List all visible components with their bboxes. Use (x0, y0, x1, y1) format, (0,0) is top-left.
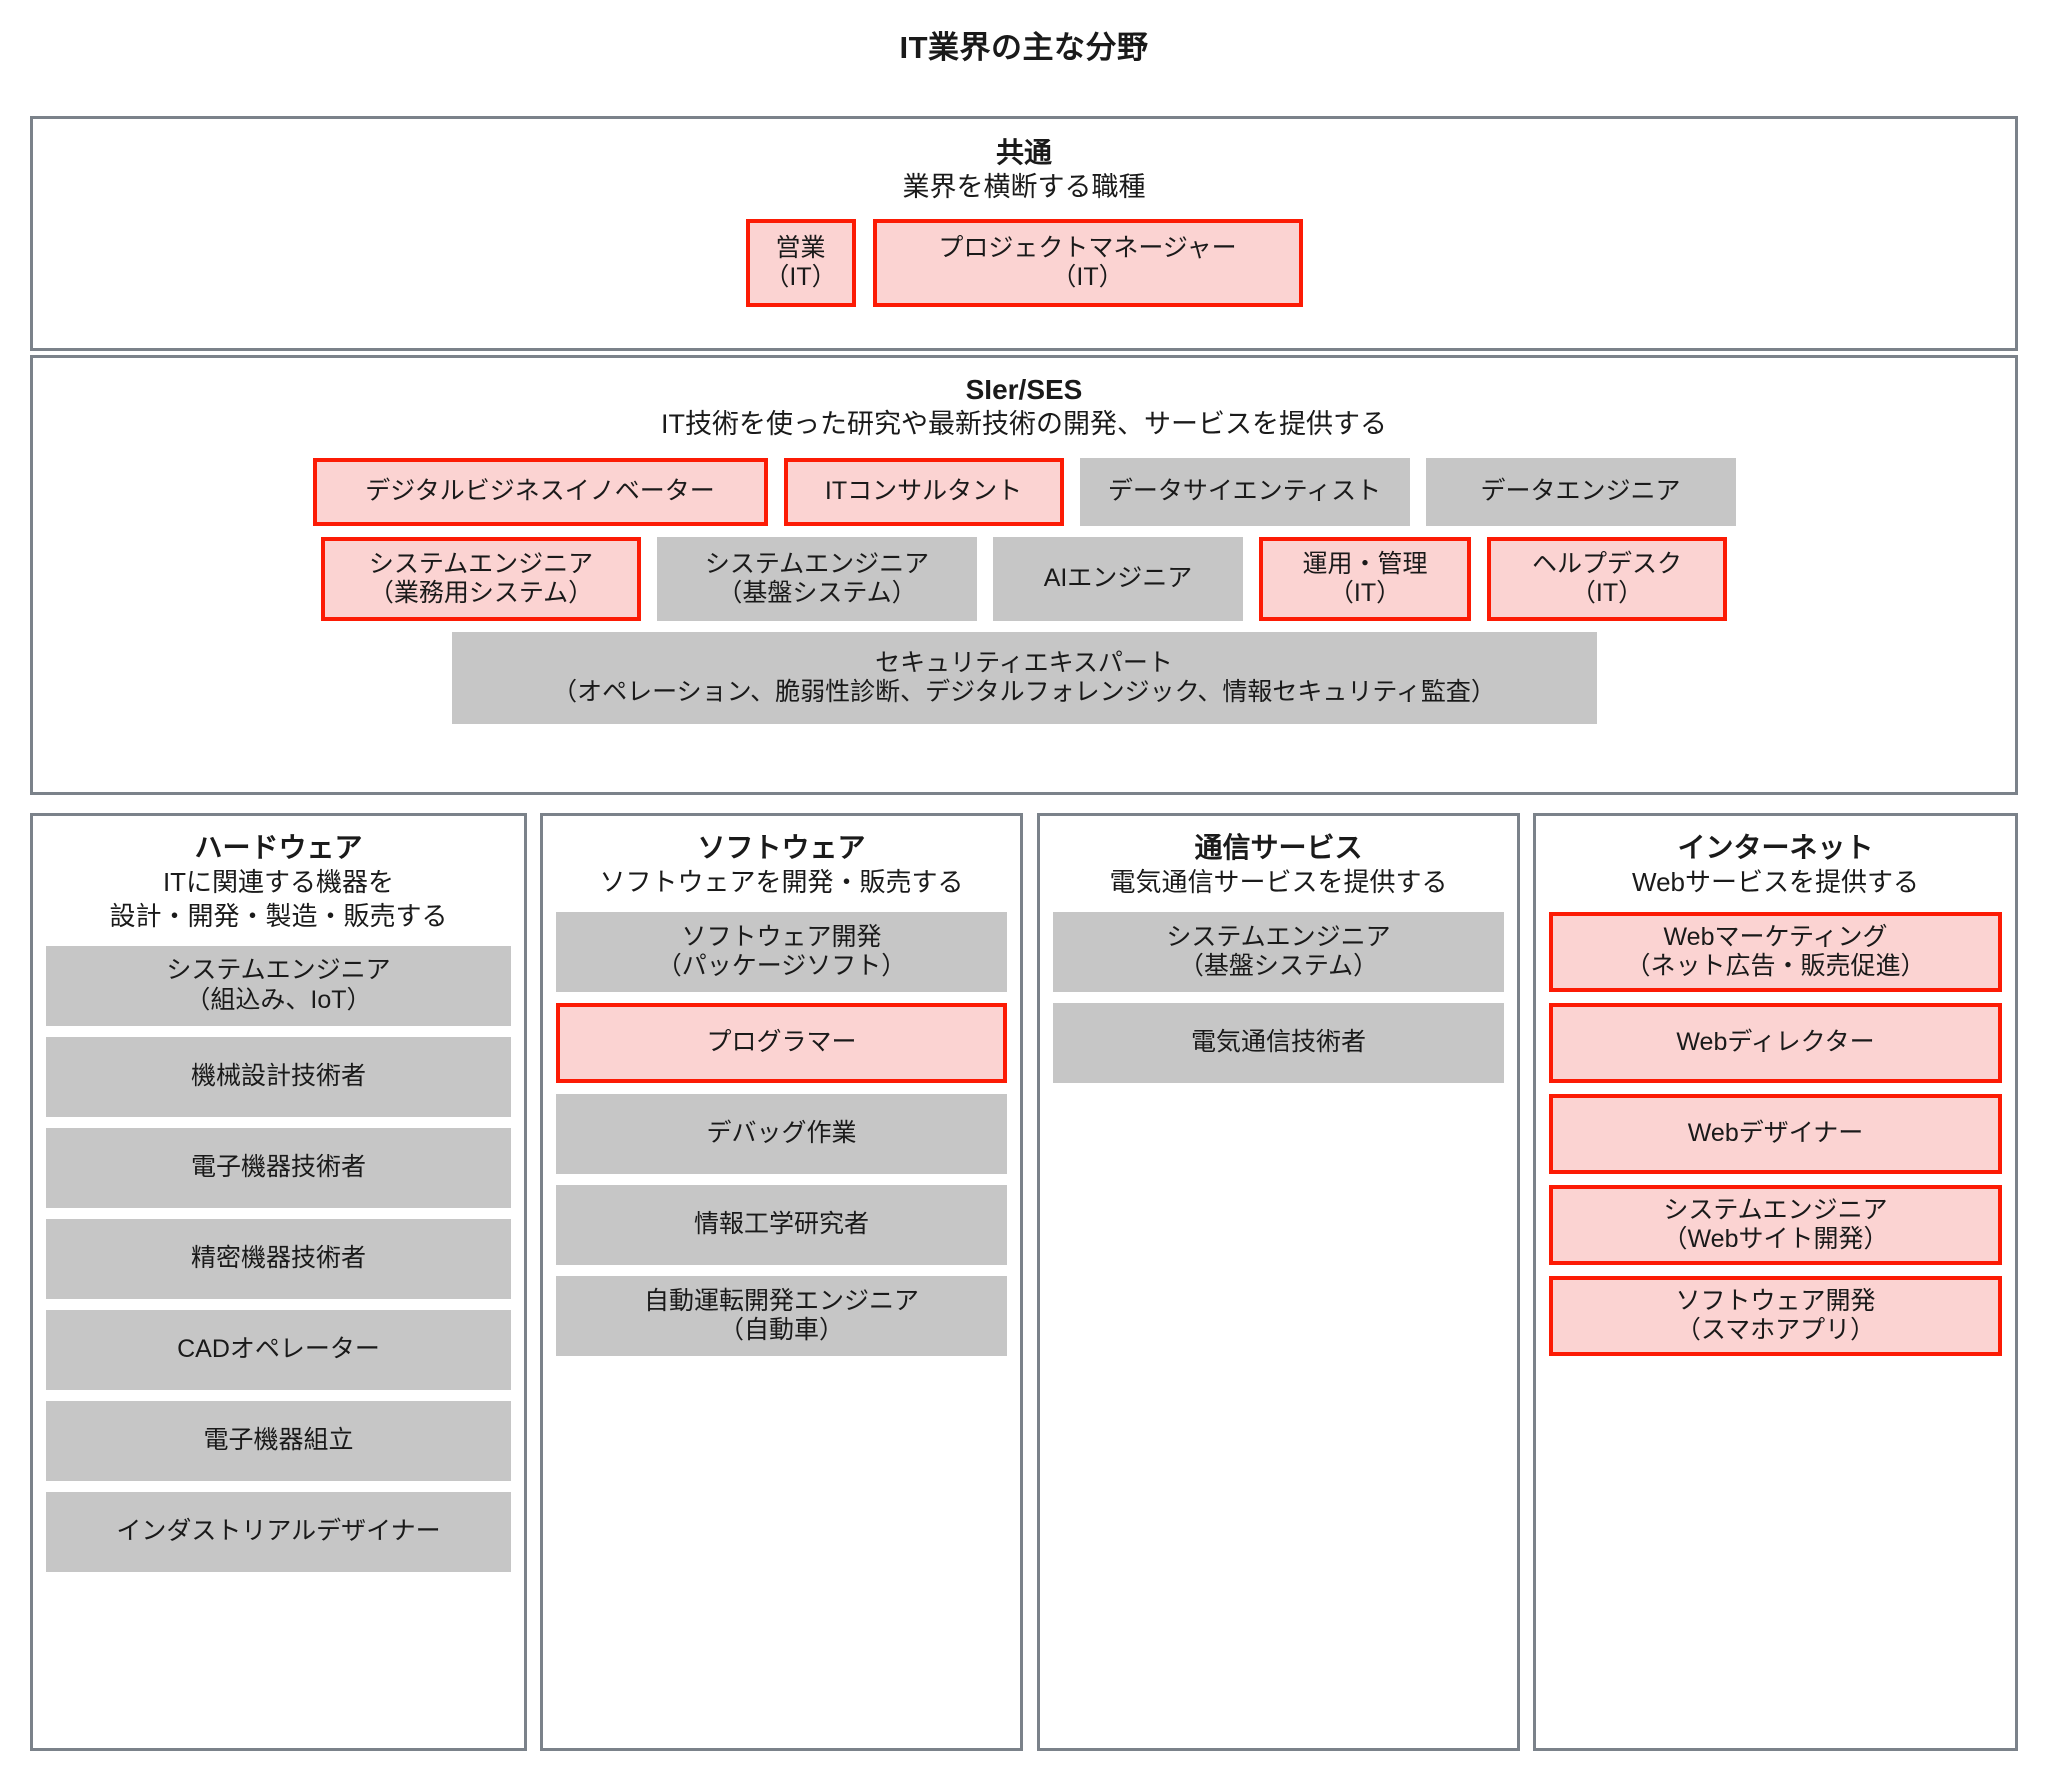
column-hardware-items: システムエンジニア （組込み、IoT） 機械設計技術者 電子機器技術者 精密機器… (46, 945, 511, 1572)
section-sier-subtitle: IT技術を使った研究や最新技術の開発、サービスを提供する (661, 409, 1387, 439)
column-software-header: ソフトウェア ソフトウェアを開発・販売する (556, 830, 1007, 900)
page-title: IT業界の主な分野 (899, 30, 1149, 65)
job-chip-system-engineer-website-development[interactable]: システムエンジニア （Webサイト開発） (1549, 1185, 2002, 1266)
job-chip-software-development-package[interactable]: ソフトウェア開発 （パッケージソフト） (556, 912, 1007, 993)
job-chip-system-engineer-infrastructure-system[interactable]: システムエンジニア （基盤システム） (657, 537, 977, 622)
column-software-subtitle: ソフトウェアを開発・販売する (599, 867, 964, 898)
column-telecom-subtitle: 電気通信サービスを提供する (1109, 867, 1448, 898)
job-chip-web-marketing[interactable]: Webマーケティング （ネット広告・販売促進） (1549, 912, 2002, 993)
column-hardware-header: ハードウェア ITに関連する機器を 設計・開発・製造・販売する (46, 830, 511, 934)
section-common-chip-row: 営業 （IT） プロジェクトマネージャー （IT） (33, 219, 2015, 308)
job-chip-web-designer[interactable]: Webデザイナー (1549, 1094, 2002, 1175)
column-hardware-title: ハードウェア (194, 832, 363, 863)
section-common-header: 共通 業界を横断する職種 (33, 119, 2015, 205)
job-chip-security-expert[interactable]: セキュリティエキスパート （オペレーション、脆弱性診断、デジタルフォレンジック、… (451, 632, 1597, 725)
job-chip-system-engineer-embedded-iot[interactable]: システムエンジニア （組込み、IoT） (46, 945, 511, 1026)
job-chip-debug-work[interactable]: デバッグ作業 (556, 1094, 1007, 1175)
sier-row-2: システムエンジニア （業務用システム） システムエンジニア （基盤システム） A… (33, 537, 2015, 622)
job-chip-precision-device-engineer[interactable]: 精密機器技術者 (46, 1218, 511, 1299)
section-sier-title: SIer/SES (965, 374, 1083, 405)
job-chip-cad-operator[interactable]: CADオペレーター (46, 1309, 511, 1390)
job-chip-electronic-device-engineer[interactable]: 電子機器技術者 (46, 1127, 511, 1208)
job-chip-web-director[interactable]: Webディレクター (1549, 1003, 2002, 1084)
job-chip-data-engineer[interactable]: データエンジニア (1425, 458, 1736, 527)
job-chip-programmer[interactable]: プログラマー (556, 1003, 1007, 1084)
job-chip-data-scientist[interactable]: データサイエンティスト (1079, 458, 1410, 527)
job-chip-ai-engineer[interactable]: AIエンジニア (993, 537, 1243, 622)
section-common: 共通 業界を横断する職種 営業 （IT） プロジェクトマネージャー （IT） (30, 116, 2018, 351)
category-column-software: ソフトウェア ソフトウェアを開発・販売する ソフトウェア開発 （パッケージソフト… (540, 813, 1023, 1751)
sier-row-3: セキュリティエキスパート （オペレーション、脆弱性診断、デジタルフォレンジック、… (33, 632, 2015, 725)
column-internet-subtitle: Webサービスを提供する (1632, 867, 1919, 898)
category-column-telecom: 通信サービス 電気通信サービスを提供する システムエンジニア （基盤システム） … (1037, 813, 1520, 1751)
job-chip-telecom-engineer[interactable]: 電気通信技術者 (1053, 1003, 1504, 1084)
job-chip-software-development-mobile-app[interactable]: ソフトウェア開発 （スマホアプリ） (1549, 1276, 2002, 1357)
column-internet-items: Webマーケティング （ネット広告・販売促進） Webディレクター Webデザイ… (1549, 912, 2002, 1357)
job-chip-digital-business-innovator[interactable]: デジタルビジネスイノベーター (312, 458, 768, 527)
job-chip-project-manager-it[interactable]: プロジェクトマネージャー （IT） (872, 219, 1303, 308)
column-internet-header: インターネット Webサービスを提供する (1549, 830, 2002, 900)
job-chip-help-desk-it[interactable]: ヘルプデスク （IT） (1487, 537, 1727, 622)
job-chip-system-engineer-business-system[interactable]: システムエンジニア （業務用システム） (321, 537, 641, 622)
job-chip-information-engineering-researcher[interactable]: 情報工学研究者 (556, 1185, 1007, 1266)
column-software-title: ソフトウェア (697, 832, 866, 863)
job-chip-mechanical-design-engineer[interactable]: 機械設計技術者 (46, 1036, 511, 1117)
job-chip-electronic-device-assembly[interactable]: 電子機器組立 (46, 1400, 511, 1481)
job-chip-sales-it[interactable]: 営業 （IT） (745, 219, 856, 308)
category-column-hardware: ハードウェア ITに関連する機器を 設計・開発・製造・販売する システムエンジニ… (30, 813, 527, 1751)
sier-row-1: デジタルビジネスイノベーター ITコンサルタント データサイエンティスト データ… (33, 458, 2015, 527)
section-common-subtitle: 業界を横断する職種 (902, 172, 1146, 202)
column-telecom-header: 通信サービス 電気通信サービスを提供する (1053, 830, 1504, 900)
column-hardware-subtitle: ITに関連する機器を 設計・開発・製造・販売する (109, 867, 448, 932)
category-column-internet: インターネット Webサービスを提供する Webマーケティング （ネット広告・販… (1533, 813, 2018, 1751)
column-internet-title: インターネット (1677, 832, 1874, 863)
job-chip-operation-management-it[interactable]: 運用・管理 （IT） (1259, 537, 1471, 622)
job-chip-it-consultant[interactable]: ITコンサルタント (783, 458, 1064, 527)
job-chip-industrial-designer[interactable]: インダストリアルデザイナー (46, 1491, 511, 1572)
column-telecom-title: 通信サービス (1194, 832, 1363, 863)
job-chip-autonomous-driving-engineer[interactable]: 自動運転開発エンジニア （自動車） (556, 1276, 1007, 1357)
column-software-items: ソフトウェア開発 （パッケージソフト） プログラマー デバッグ作業 情報工学研究… (556, 912, 1007, 1357)
job-chip-system-engineer-infrastructure[interactable]: システムエンジニア （基盤システム） (1053, 912, 1504, 993)
section-common-title: 共通 (995, 137, 1052, 168)
section-sier-header: SIer/SES IT技術を使った研究や最新技術の開発、サービスを提供する (33, 358, 2015, 442)
column-telecom-items: システムエンジニア （基盤システム） 電気通信技術者 (1053, 912, 1504, 1084)
section-sier-ses: SIer/SES IT技術を使った研究や最新技術の開発、サービスを提供する デジ… (30, 355, 2018, 795)
